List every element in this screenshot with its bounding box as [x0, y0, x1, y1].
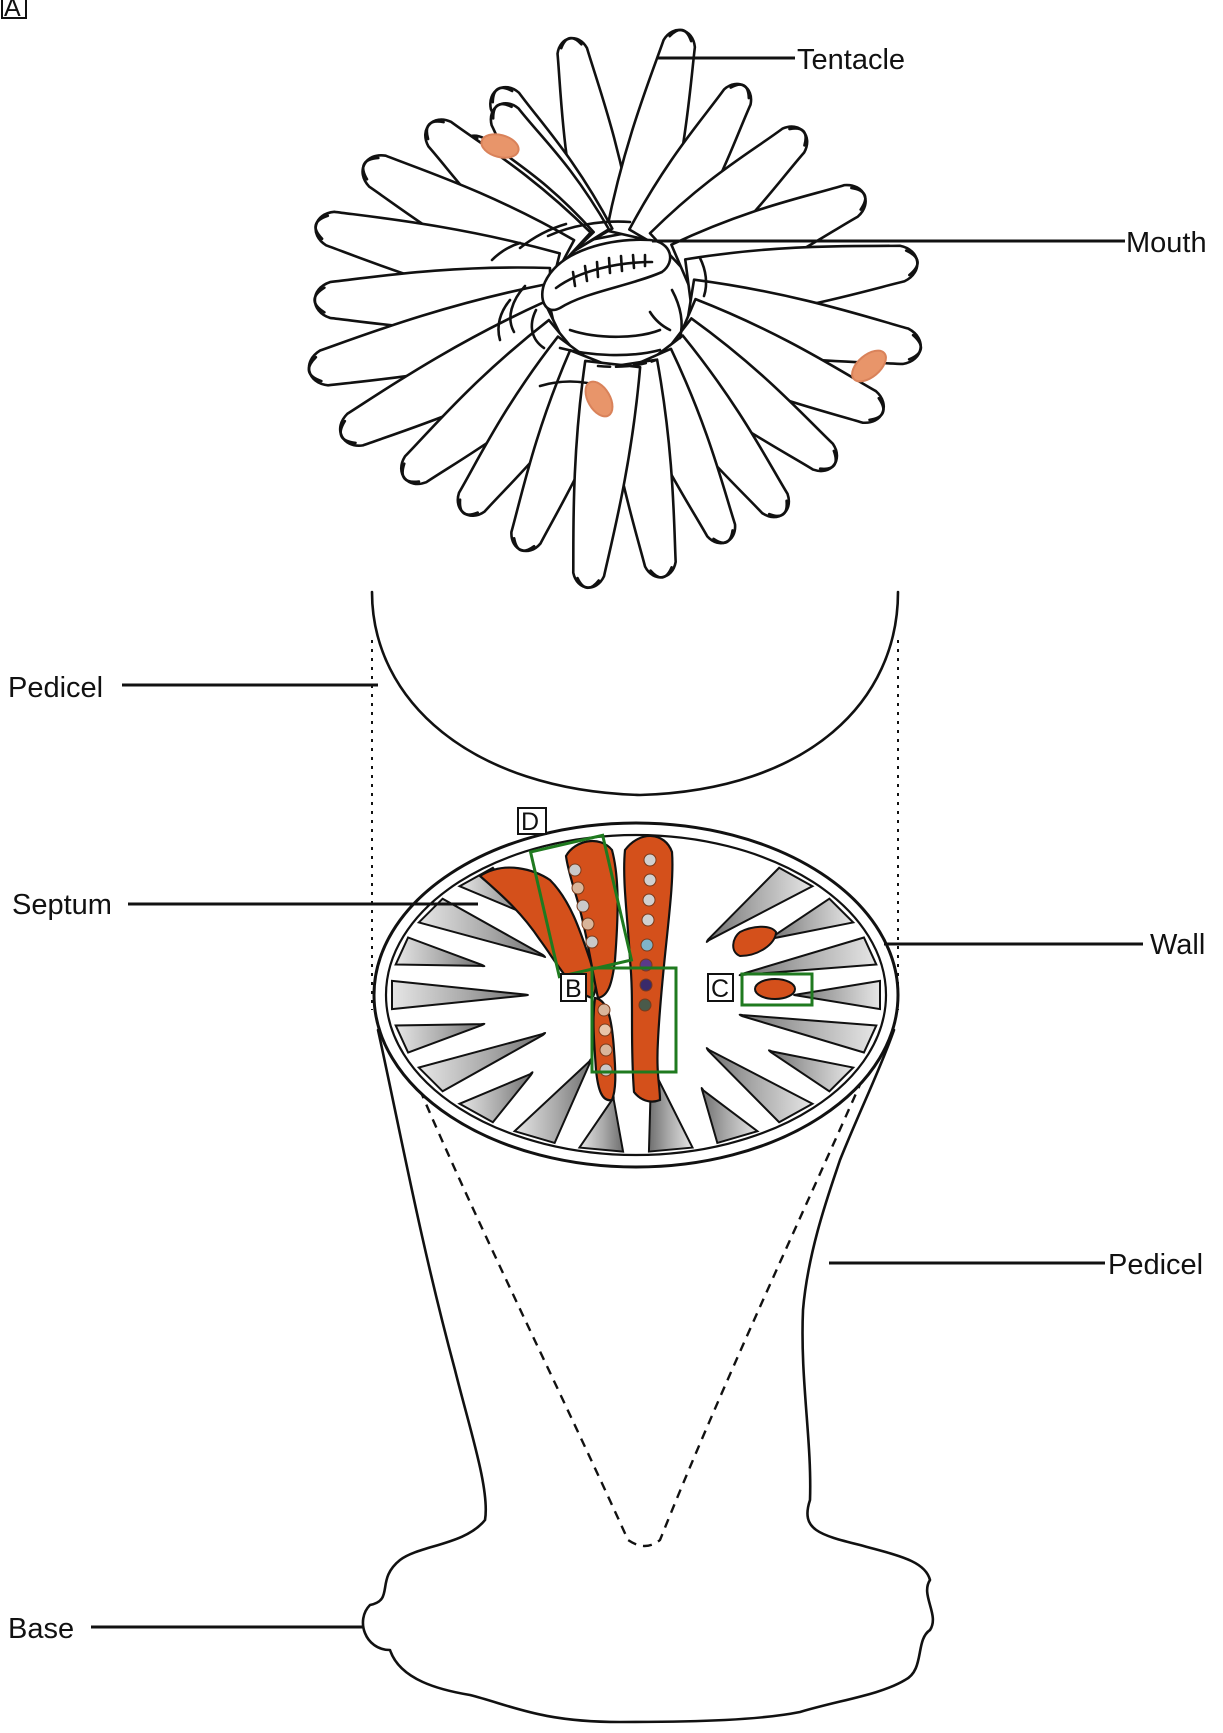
panel-b-label: B	[561, 974, 586, 1003]
gonad-dot	[644, 874, 656, 886]
label-septum: Septum	[12, 889, 112, 921]
label-tentacle: Tentacle	[797, 44, 905, 76]
gonad-dot	[586, 936, 598, 948]
gonad-dot	[582, 918, 594, 930]
gonad-dot	[639, 999, 651, 1011]
gonad-dot	[599, 1024, 611, 1036]
panel-c-label: C	[708, 974, 733, 1003]
gonad-dot	[577, 900, 589, 912]
svg-text:C: C	[711, 975, 729, 1003]
gonad-dot	[641, 939, 653, 951]
gonad-dot	[572, 882, 584, 894]
label-pedicel-lower: Pedicel	[1108, 1249, 1203, 1281]
label-base: Base	[8, 1613, 74, 1645]
gonad-dot	[643, 894, 655, 906]
gonad-dot	[642, 914, 654, 926]
gonad-dot	[600, 1064, 612, 1076]
label-mouth: Mouth	[1126, 227, 1207, 259]
panel-a-label: A	[2, 0, 26, 22]
gonad-dot	[569, 864, 581, 876]
label-wall: Wall	[1150, 929, 1205, 961]
svg-text:A: A	[4, 0, 21, 22]
upper-pedicel-body	[372, 592, 898, 795]
svg-text:D: D	[521, 808, 539, 836]
label-pedicel-upper: Pedicel	[8, 672, 103, 704]
panel-d-label: D	[518, 808, 546, 836]
gonad-dot	[644, 854, 656, 866]
cross-section: B C D	[374, 808, 898, 1167]
septum-C-orange	[755, 979, 795, 999]
svg-text:B: B	[565, 975, 582, 1003]
gonad-dot	[640, 979, 652, 991]
tentacles	[309, 30, 921, 588]
gonad-dot	[600, 1044, 612, 1056]
gonad-dot	[598, 1004, 610, 1016]
